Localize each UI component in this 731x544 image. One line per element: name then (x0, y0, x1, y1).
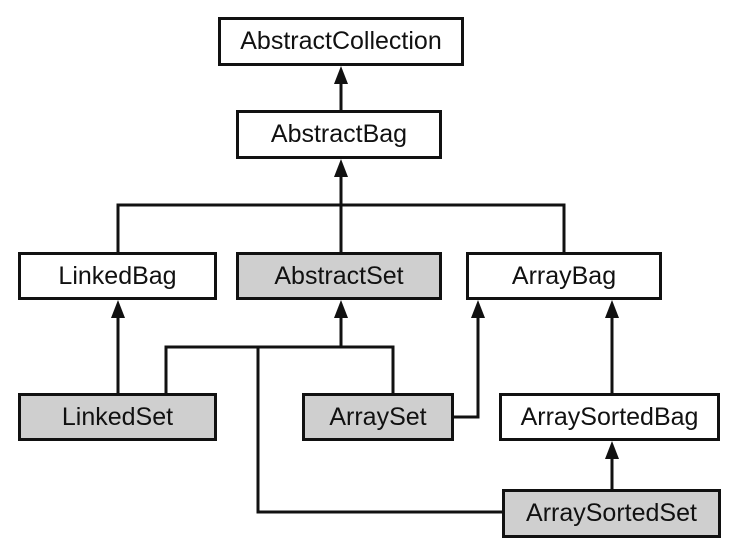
edge-set-bus-to-abstract-set (164, 345, 395, 393)
node-abstract-bag: AbstractBag (236, 110, 442, 159)
arrowhead-array-bag-from-array-set (471, 300, 485, 318)
arrowhead-abstract-set (334, 300, 348, 318)
arrowhead-linked-bag (111, 300, 125, 318)
arrowhead-array-sorted-bag (605, 441, 619, 459)
node-array-sorted-set: ArraySortedSet (502, 489, 721, 538)
node-abstract-collection: AbstractCollection (218, 17, 464, 66)
node-array-bag: ArrayBag (466, 252, 662, 300)
node-array-set: ArraySet (302, 393, 454, 441)
arrowhead-array-bag-from-array-sorted-bag (605, 300, 619, 318)
arrowhead-abstract-collection (334, 66, 348, 84)
node-abstract-set: AbstractSet (236, 252, 442, 300)
node-linked-set: LinkedSet (18, 393, 217, 441)
edge-array-set-to-array-bag (454, 318, 480, 419)
node-linked-bag: LinkedBag (18, 252, 217, 300)
arrowhead-abstract-bag (334, 159, 348, 177)
node-array-sorted-bag: ArraySortedBag (499, 393, 720, 441)
edge-array-sorted-set-to-abstract-set (256, 347, 502, 514)
